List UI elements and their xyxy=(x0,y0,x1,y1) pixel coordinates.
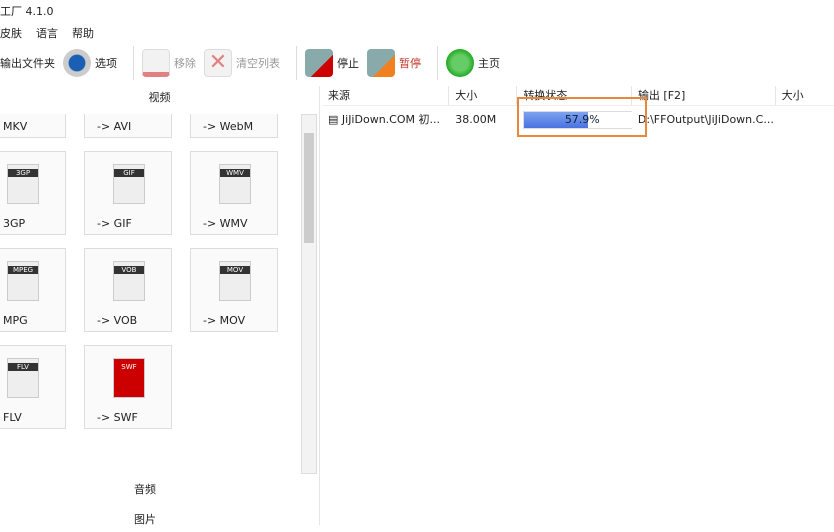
format-tile[interactable]: VOB -> VOB xyxy=(84,248,172,332)
format-icon: FLV xyxy=(7,358,39,398)
format-tile[interactable]: MKV xyxy=(0,114,66,138)
format-tile[interactable]: 3GP 3GP xyxy=(0,151,66,235)
format-label: -> GIF xyxy=(97,217,132,230)
format-icon-label: VOB xyxy=(114,266,144,274)
out-size-cell xyxy=(776,108,834,132)
format-tile[interactable]: FLV FLV xyxy=(0,345,66,429)
home-label: 主页 xyxy=(478,57,500,70)
format-icon: WMV xyxy=(219,164,251,204)
remove-doc-icon xyxy=(142,49,170,77)
menu-language[interactable]: 语言 xyxy=(36,27,58,40)
format-icon: 3GP xyxy=(7,164,39,204)
table-row[interactable]: ▤ JiJiDown.COM 初... 38.00M 57.9% D:\FFOu… xyxy=(322,108,834,132)
task-list: 来源 大小 转换状态 输出 [F2] 大小 ▤ JiJiDown.COM 初..… xyxy=(322,86,834,525)
format-tile[interactable]: -> WebM xyxy=(190,114,278,138)
home-button[interactable]: 主页 xyxy=(446,49,500,77)
divider xyxy=(133,46,134,80)
format-icon-label: 3GP xyxy=(8,169,38,177)
format-tile[interactable]: MPEG MPG xyxy=(0,248,66,332)
col-out-size[interactable]: 大小 xyxy=(781,89,804,102)
clear-label: 清空列表 xyxy=(236,57,280,70)
stop-label: 停止 xyxy=(337,57,359,70)
pause-button[interactable]: 暂停 xyxy=(367,49,421,77)
progress-bar: 57.9% xyxy=(523,111,632,129)
globe-search-icon xyxy=(446,49,474,77)
section-video[interactable]: 视频 xyxy=(148,91,171,104)
gear-icon xyxy=(63,49,91,77)
format-icon-label: WMV xyxy=(220,169,250,177)
format-panel: 视频 MKV -> AVI -> WebM 3GP 3GP GIF -> GIF WMV -> … xyxy=(0,86,320,526)
format-icon-label: GIF xyxy=(114,169,144,177)
section-audio[interactable]: 音频 xyxy=(134,483,156,496)
options-button[interactable]: 选项 xyxy=(63,49,117,77)
source-cell: ▤ JiJiDown.COM 初... xyxy=(322,108,449,132)
output-folder-label: 输出文件夹 xyxy=(0,57,55,70)
window-title: 工厂 4.1.0 xyxy=(0,5,54,18)
format-icon-label: MOV xyxy=(220,266,250,274)
format-label: MPG xyxy=(3,314,28,327)
scrollbar-thumb[interactable] xyxy=(304,133,314,243)
format-tile[interactable]: WMV -> WMV xyxy=(190,151,278,235)
format-label: -> WebM xyxy=(203,120,254,133)
output-cell: D:\FFOutput\JiJiDown.C... xyxy=(637,113,774,126)
remove-button[interactable]: 移除 xyxy=(142,49,196,77)
divider xyxy=(296,46,297,80)
pause-label: 暂停 xyxy=(399,57,421,70)
format-label: -> MOV xyxy=(203,314,246,327)
progress-fill xyxy=(524,112,588,128)
format-icon-label: FLV xyxy=(8,363,38,371)
format-grid: MKV -> AVI -> WebM 3GP 3GP GIF -> GIF WMV -> WMV… xyxy=(0,114,300,474)
col-source[interactable]: 来源 xyxy=(322,86,450,105)
menu-bar: 皮肤 语言 帮助 xyxy=(0,25,94,41)
format-label: 3GP xyxy=(3,217,26,230)
col-size[interactable]: 大小 xyxy=(449,86,518,105)
format-label: -> SWF xyxy=(97,411,138,424)
pause-icon xyxy=(367,49,395,77)
format-label: MKV xyxy=(3,120,28,133)
progress-text: 57.9% xyxy=(564,113,600,126)
section-image[interactable]: 图片 xyxy=(134,513,156,526)
source-text: JiJiDown.COM 初... xyxy=(341,113,440,126)
highlight-box xyxy=(517,97,647,137)
menu-skin[interactable]: 皮肤 xyxy=(0,27,22,40)
format-label: -> AVI xyxy=(97,120,132,133)
format-icon: VOB xyxy=(113,261,145,301)
format-icon: MOV xyxy=(219,261,251,301)
file-icon: ▤ xyxy=(328,113,342,126)
format-tile[interactable]: SWF -> SWF xyxy=(84,345,172,429)
stop-icon xyxy=(305,49,333,77)
format-icon: GIF xyxy=(113,164,145,204)
format-tile[interactable]: -> AVI xyxy=(84,114,172,138)
format-icon: MPEG xyxy=(7,261,39,301)
divider xyxy=(437,46,438,80)
stop-button[interactable]: 停止 xyxy=(305,49,359,77)
output-folder-button[interactable]: 输出文件夹 xyxy=(0,55,55,71)
format-tile[interactable]: MOV -> MOV xyxy=(190,248,278,332)
clear-x-icon: ✕ xyxy=(204,49,232,77)
format-label: -> VOB xyxy=(97,314,138,327)
options-label: 选项 xyxy=(95,57,117,70)
remove-label: 移除 xyxy=(174,57,196,70)
format-label: FLV xyxy=(3,411,22,424)
toolbar: 输出文件夹 选项 移除 ✕ 清空列表 停止 暂停 主页 xyxy=(0,44,508,82)
status-cell: 57.9% xyxy=(517,108,632,132)
format-icon-label: SWF xyxy=(121,363,137,371)
size-cell: 38.00M xyxy=(455,113,497,126)
format-icon: SWF xyxy=(113,358,145,398)
clear-list-button[interactable]: ✕ 清空列表 xyxy=(204,49,280,77)
format-label: -> WMV xyxy=(203,217,248,230)
scrollbar[interactable] xyxy=(301,114,317,474)
menu-help[interactable]: 帮助 xyxy=(72,27,94,40)
format-icon-label: MPEG xyxy=(8,266,38,274)
col-output[interactable]: 输出 [F2] xyxy=(632,86,776,105)
format-tile[interactable]: GIF -> GIF xyxy=(84,151,172,235)
